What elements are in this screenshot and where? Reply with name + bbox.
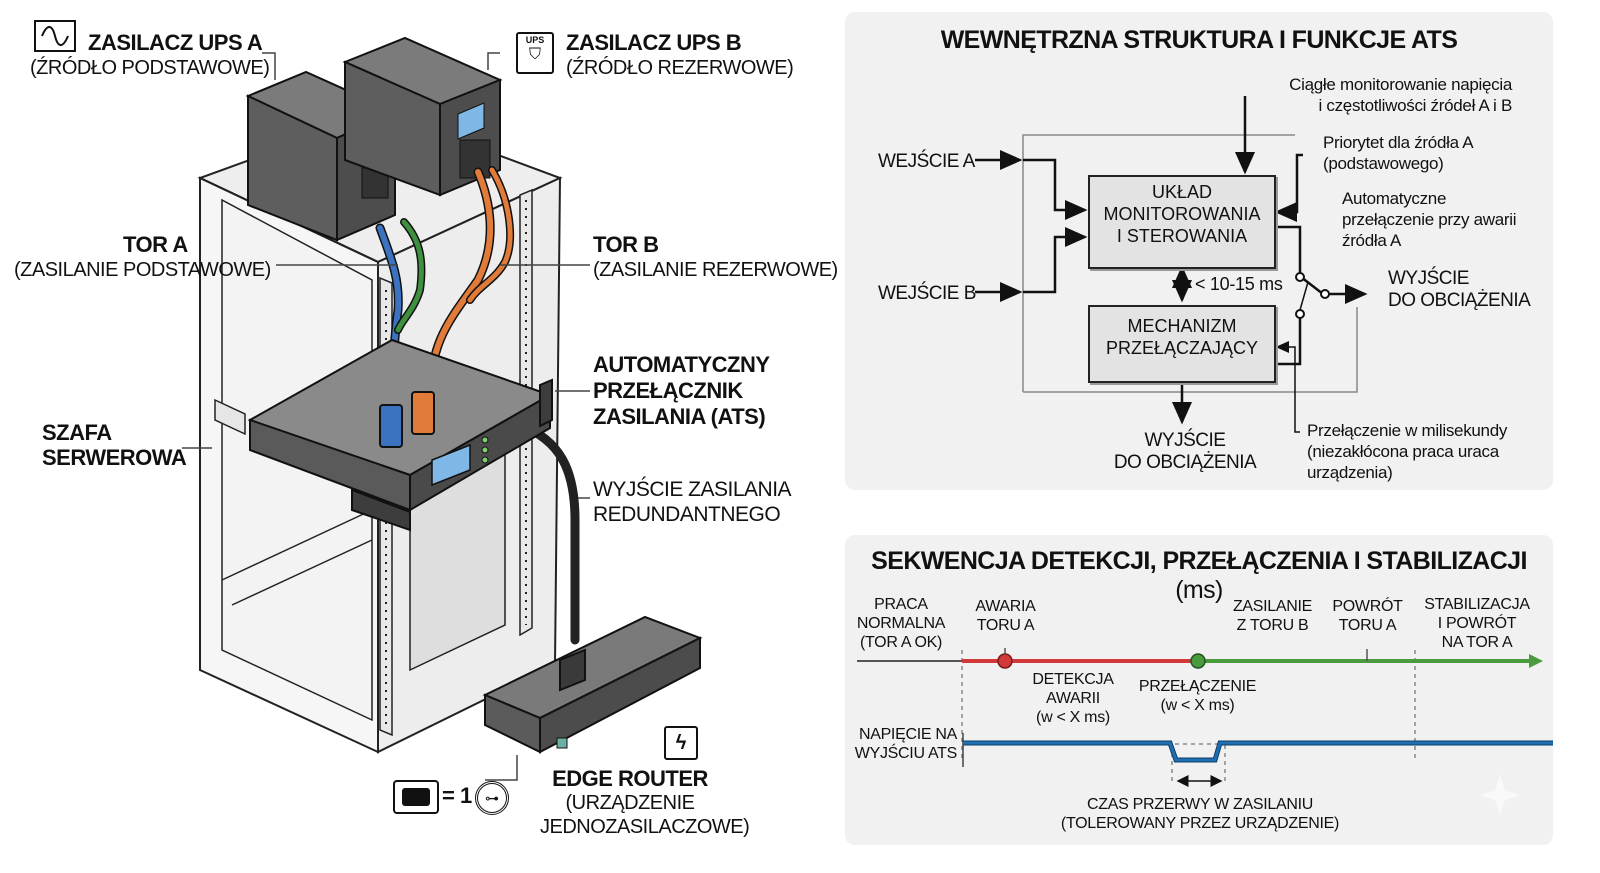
structure-diagram-lines [975,96,1368,433]
ups-a-subtitle: (ŹRÓDŁO PODSTAWOWE) [30,57,270,79]
switch-contact-top [1295,272,1305,282]
tor-a-subtitle: (ZASILANIE PODSTAWOWE) [14,259,271,281]
tor-b-plug [411,391,435,435]
phase-fail: AWARIA TORU A [975,598,1036,634]
power-plug-icon [393,780,439,814]
switching-label: PRZEŁĄCZENIE (w < X ms) [1138,678,1257,714]
power-inlet-icon: ⊶ [475,781,509,815]
phase-stabilization: STABILIZACJA I POWRÓT NA TOR A [1424,596,1530,651]
ats-device [247,338,553,532]
voltage-line-shadow [963,740,1553,763]
phase-supply-b: ZASILANIE Z TORU B [1232,598,1313,634]
redundant-output-label: WYJŚCIE ZASILANIA REDUNDANTNEGO [593,478,792,526]
edge-router-device [482,615,703,754]
input-a-label: WEJŚCIE A [878,151,975,172]
ups-b-subtitle: (ŹRÓDŁO REZERWOWE) [566,57,794,79]
timeline-arrowhead [1529,654,1543,668]
sequence-panel: SEKWENCJA DETEKCJI, PRZEŁĄCZENIA I STABI… [845,535,1553,845]
output-bottom-label: WYJŚCIE DO OBCIĄŻENIA [1113,430,1257,473]
tor-a-title: TOR A [123,232,188,257]
detection-label: DETEKCJA AWARII (w < X ms) [1032,671,1114,726]
tor-a-green-cable [395,219,424,333]
ups-b-device [342,36,503,197]
monitoring-control-box: UKŁAD MONITOROWANIA I STEROWANIA [1088,175,1276,269]
note-millisecond-switch: Przełączenie w milisekundy (niezakłócona… [1307,421,1508,482]
ups-b-title: ZASILACZ UPS B [566,30,742,55]
tor-b-title: TOR B [593,232,659,257]
switching-mechanism-box: MECHANIZM PRZEŁĄCZAJĄCY [1088,305,1276,383]
note-auto-switch: Automatyczne przełączenie przy awarii źr… [1342,189,1517,250]
leader-lines [182,52,590,781]
structure-title: WEWNĘTRZNA STRUKTURA I FUNKCJE ATS [940,26,1458,54]
gap-label: CZAS PRZERWY W ZASILANIU (TOLEROWANY PRZ… [1060,796,1340,832]
note-monitoring: Ciągłe monitorowanie napięcia i częstotl… [1289,75,1512,115]
sine-wave-icon [34,20,76,52]
fail-marker [997,653,1013,669]
timing-label: < 10-15 ms [1195,274,1283,294]
ats-label: AUTOMATYCZNY PRZEŁĄCZNIK ZASILANIA (ATS) [593,352,770,429]
switch-contact-bottom [1295,309,1305,319]
legend-equals: = 1 [442,783,472,808]
tor-b-subtitle: (ZASILANIE REZERWOWE) [593,259,838,281]
phase-return: POWRÓT TORU A [1332,598,1403,634]
sparkle-icon [1480,775,1520,815]
switch-marker [1190,653,1206,669]
rack-illustration [182,36,703,781]
output-right-label: WYJŚCIE DO OBCIĄŻENIA [1388,268,1531,311]
tor-a-plug [379,404,403,448]
ups-a-title: ZASILACZ UPS A [88,30,263,55]
sequence-title: SEKWENCJA DETEKCJI, PRZEŁĄCZENIA I STABI… [871,547,1527,604]
sequence-timeline [857,648,1553,815]
voltage-label: NAPIĘCIE NA WYJŚCIU ATS [854,726,958,762]
router-label: EDGE ROUTER (URZĄDZENIE JEDNOZASILACZOWE… [540,766,750,838]
ats-structure-panel: WEWNĘTRZNA STRUKTURA I FUNKCJE ATS [845,12,1553,490]
router-icon: ϟ [664,726,698,760]
switch-contact-out [1320,289,1330,299]
ups-shield-icon: UPS ⛉ [516,32,554,74]
rack-label: SZAFA SERWEROWA [42,420,187,470]
phase-normal: PRACA NORMALNA (TOR A OK) [856,596,946,651]
voltage-line [963,741,1553,762]
enclosure-outline [1022,134,1358,393]
input-b-label: WEJŚCIE B [878,283,976,304]
note-priority: Priorytet dla źródła A (podstawowego) [1323,133,1474,173]
